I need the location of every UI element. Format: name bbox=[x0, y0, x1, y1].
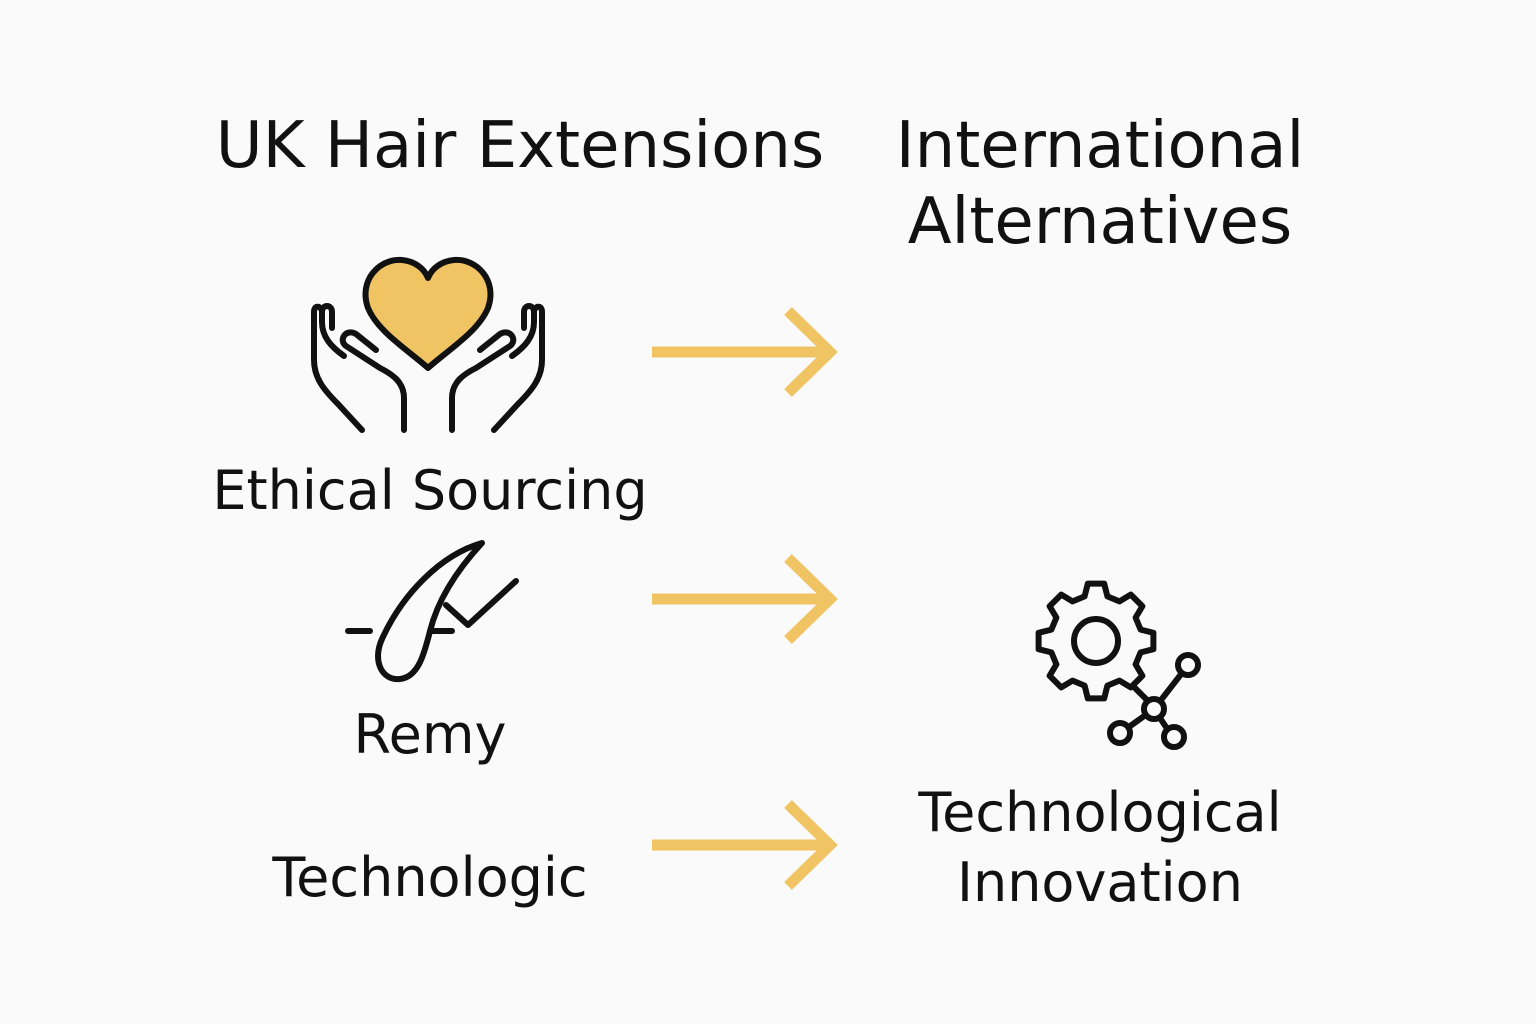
network-link-d bbox=[1131, 684, 1151, 704]
gear-network-icon bbox=[1035, 580, 1201, 750]
remy-label: Remy bbox=[353, 703, 507, 766]
left-thumb-shape bbox=[319, 303, 335, 331]
technological-innovation-label: Technological Innovation bbox=[918, 781, 1282, 914]
network-node-center bbox=[1141, 696, 1167, 722]
right-thumb-shape bbox=[521, 303, 537, 331]
hands-holding-heart-icon bbox=[311, 256, 545, 433]
gear-shape bbox=[1035, 580, 1157, 702]
network-node-top bbox=[1175, 652, 1201, 678]
right-hand-shape bbox=[449, 303, 545, 433]
arrow-row-1 bbox=[652, 307, 838, 397]
arrow-row-3 bbox=[652, 800, 838, 890]
ethical-sourcing-label: Ethical Sourcing bbox=[212, 459, 648, 522]
gear-hub bbox=[1071, 616, 1121, 666]
network-node-right bbox=[1161, 724, 1187, 750]
gear-outline bbox=[1035, 580, 1157, 702]
heart-shape bbox=[362, 256, 494, 371]
network-node-left bbox=[1107, 720, 1133, 746]
left-hand-shape bbox=[311, 303, 407, 433]
check-mark-shape bbox=[443, 578, 519, 628]
right-column-heading: International Alternatives bbox=[895, 109, 1305, 259]
hair-strand-check-icon bbox=[345, 540, 519, 683]
technologic-label: Technologic bbox=[272, 846, 588, 909]
left-column-heading: UK Hair Extensions bbox=[215, 109, 825, 183]
hair-strand-shape bbox=[375, 540, 485, 683]
arrow-row-2 bbox=[652, 554, 838, 644]
